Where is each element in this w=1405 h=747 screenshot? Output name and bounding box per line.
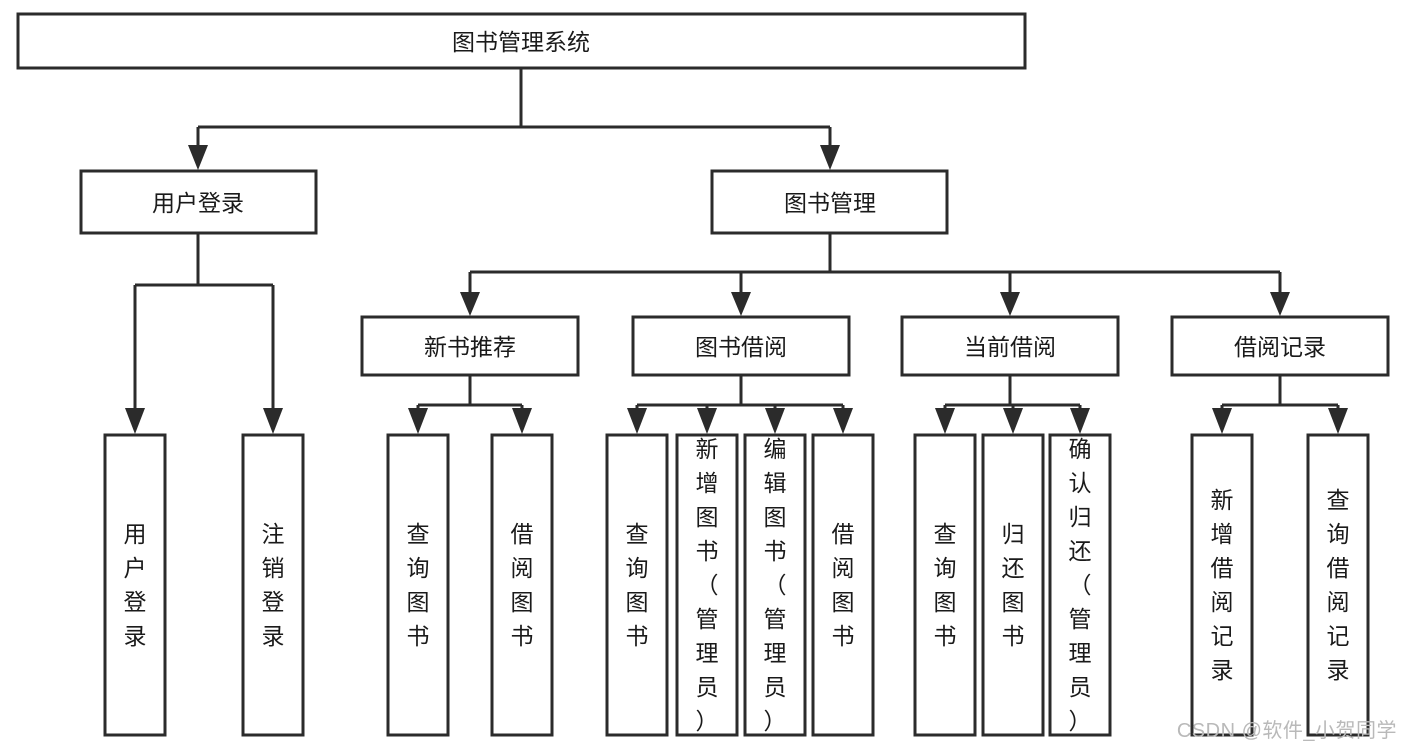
- connector-group-current-borrow-to-leaves: [935, 375, 1090, 434]
- node-leaf-query-record-box[interactable]: [1306, 433, 1370, 737]
- node-leaf-logout-box[interactable]: [241, 433, 305, 737]
- arrow-head-new-book-rec: [460, 292, 480, 316]
- node-book-manage-box[interactable]: [710, 169, 949, 235]
- arrow-head-leaf-query-book-2: [627, 408, 647, 434]
- node-leaf-return-book-box[interactable]: [981, 433, 1045, 737]
- connector-group-new-book-rec-to-leaves: [408, 375, 532, 434]
- node-current-borrow[interactable]: 当前借阅: [900, 315, 1120, 377]
- node-leaf-query-book-3-box[interactable]: [913, 433, 977, 737]
- arrow-head-borrow-record: [1270, 292, 1290, 316]
- node-leaf-confirm-return-label: 确认归还（管理员）: [1069, 436, 1092, 734]
- connector-group-root-to-level2: [188, 68, 840, 170]
- node-book-borrow[interactable]: 图书借阅: [631, 315, 851, 377]
- arrow-head-leaf-query-record: [1328, 408, 1348, 434]
- node-root-box[interactable]: [16, 12, 1027, 70]
- node-user-login-box[interactable]: [79, 169, 318, 235]
- node-leaf-logout[interactable]: 注销登录: [241, 433, 305, 737]
- node-leaf-query-record[interactable]: 查询借阅记录: [1306, 433, 1370, 737]
- node-leaf-borrow-book-1-label: 借阅图书: [511, 521, 534, 649]
- node-borrow-record[interactable]: 借阅记录: [1170, 315, 1390, 377]
- node-leaf-query-book-1[interactable]: 查询图书: [386, 433, 450, 737]
- node-leaf-query-book-2-label: 查询图书: [626, 521, 649, 649]
- arrow-head-book-manage: [820, 145, 840, 170]
- node-new-book-rec[interactable]: 新书推荐: [360, 315, 580, 377]
- node-leaf-user-login-label: 用户登录: [124, 521, 147, 649]
- node-root-label: 图书管理系统: [452, 29, 590, 55]
- node-leaf-logout-label: 注销登录: [262, 521, 285, 649]
- connector-group-user-login-to-leaves: [125, 233, 283, 434]
- node-leaf-return-book[interactable]: 归还图书: [981, 433, 1045, 737]
- node-leaf-borrow-book-1-box[interactable]: [490, 433, 554, 737]
- node-book-borrow-label: 图书借阅: [695, 334, 787, 360]
- arrow-head-leaf-query-book-1: [408, 408, 428, 434]
- node-current-borrow-box[interactable]: [900, 315, 1120, 377]
- arrow-head-leaf-add-record: [1212, 408, 1232, 434]
- node-leaf-query-book-3[interactable]: 查询图书: [913, 433, 977, 737]
- node-leaf-add-book-label: 新增图书（管理员）: [696, 436, 719, 734]
- node-book-manage-label: 图书管理: [784, 190, 876, 216]
- node-leaf-query-book-1-label: 查询图书: [407, 521, 430, 649]
- arrow-head-leaf-borrow-book-1: [512, 408, 532, 434]
- arrow-head-leaf-logout: [263, 408, 283, 434]
- node-leaf-edit-book-label: 编辑图书（管理员）: [764, 436, 787, 734]
- node-book-borrow-box[interactable]: [631, 315, 851, 377]
- arrow-head-book-borrow: [731, 292, 751, 316]
- node-borrow-record-label: 借阅记录: [1234, 334, 1326, 360]
- node-leaf-user-login[interactable]: 用户登录: [103, 433, 167, 737]
- arrow-head-leaf-user-login: [125, 408, 145, 434]
- node-leaf-borrow-book-2-label: 借阅图书: [832, 521, 855, 649]
- node-new-book-rec-box[interactable]: [360, 315, 580, 377]
- node-leaf-edit-book[interactable]: 编辑图书（管理员）: [743, 433, 807, 737]
- node-leaf-add-book[interactable]: 新增图书（管理员）: [675, 433, 739, 737]
- node-leaf-return-book-label: 归还图书: [1002, 521, 1025, 649]
- node-leaf-add-record-box[interactable]: [1190, 433, 1254, 737]
- arrow-head-leaf-query-book-3: [935, 408, 955, 434]
- arrow-head-current-borrow: [1000, 292, 1020, 316]
- node-leaf-query-record-label: 查询借阅记录: [1327, 487, 1350, 683]
- node-leaf-borrow-book-1[interactable]: 借阅图书: [490, 433, 554, 737]
- node-leaf-query-book-2[interactable]: 查询图书: [605, 433, 669, 737]
- connector-group-book-borrow-to-leaves: [627, 375, 853, 434]
- node-book-manage[interactable]: 图书管理: [710, 169, 949, 235]
- node-user-login[interactable]: 用户登录: [79, 169, 318, 235]
- arrow-head-leaf-edit-book: [765, 408, 785, 434]
- node-leaf-add-record-label: 新增借阅记录: [1211, 487, 1234, 683]
- node-leaf-query-book-1-box[interactable]: [386, 433, 450, 737]
- arrow-head-leaf-borrow-book-2: [833, 408, 853, 434]
- node-current-borrow-label: 当前借阅: [964, 334, 1056, 360]
- node-leaf-confirm-return-box[interactable]: [1048, 433, 1112, 737]
- node-leaf-add-book-box[interactable]: [675, 433, 739, 737]
- node-leaf-query-book-3-label: 查询图书: [934, 521, 957, 649]
- connector-group-borrow-record-to-leaves: [1212, 375, 1348, 434]
- node-leaf-edit-book-box[interactable]: [743, 433, 807, 737]
- arrow-head-leaf-return-book: [1003, 408, 1023, 434]
- node-new-book-rec-label: 新书推荐: [424, 334, 516, 360]
- arrow-head-leaf-add-book: [697, 408, 717, 434]
- connector-group-book-manage-to-level3: [460, 233, 1290, 316]
- node-leaf-confirm-return[interactable]: 确认归还（管理员）: [1048, 433, 1112, 737]
- node-leaf-user-login-box[interactable]: [103, 433, 167, 737]
- node-root[interactable]: 图书管理系统: [16, 12, 1027, 70]
- arrow-head-user-login: [188, 145, 208, 170]
- node-borrow-record-box[interactable]: [1170, 315, 1390, 377]
- node-leaf-add-record[interactable]: 新增借阅记录: [1190, 433, 1254, 737]
- node-leaf-borrow-book-2[interactable]: 借阅图书: [811, 433, 875, 737]
- node-user-login-label: 用户登录: [152, 190, 244, 216]
- node-leaf-borrow-book-2-box[interactable]: [811, 433, 875, 737]
- arrow-head-leaf-confirm-return: [1070, 408, 1090, 434]
- node-leaf-query-book-2-box[interactable]: [605, 433, 669, 737]
